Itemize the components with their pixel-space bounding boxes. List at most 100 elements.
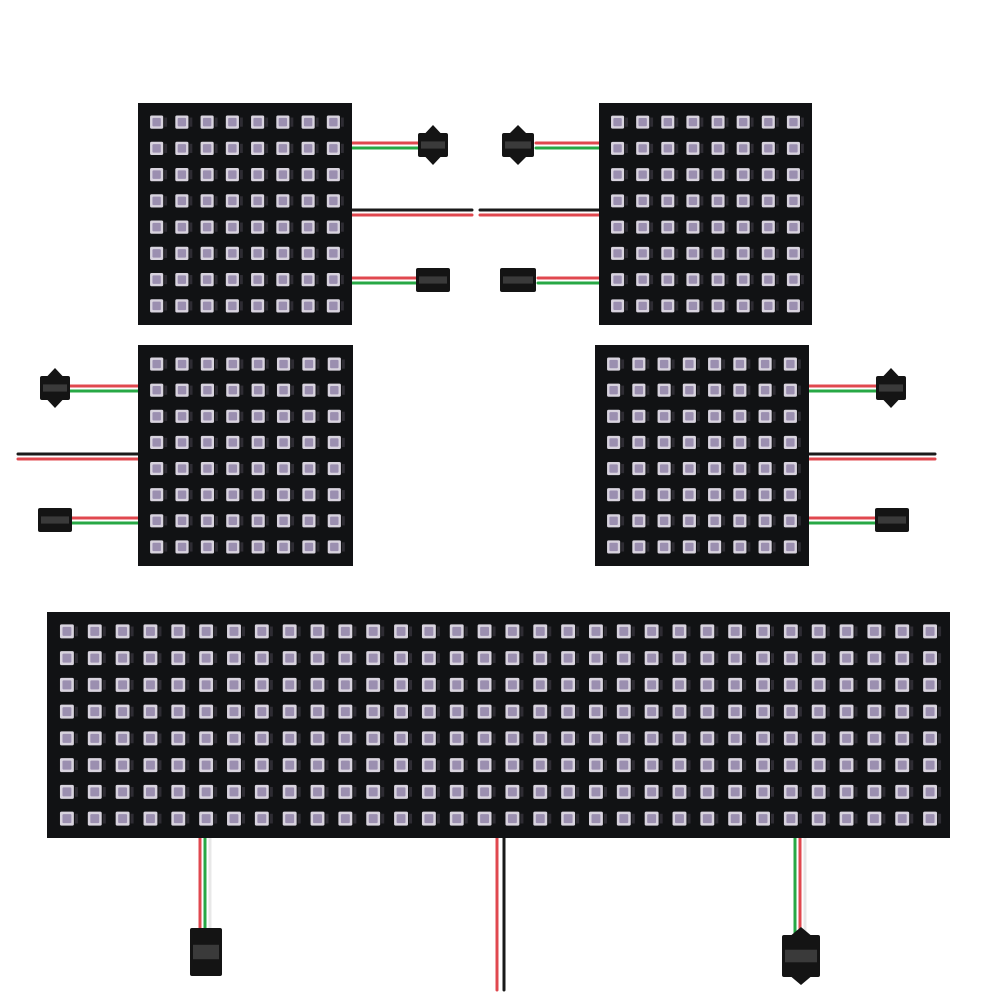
led (421, 624, 440, 639)
capacitor (492, 680, 496, 690)
capacitor (722, 490, 726, 500)
led-lens (619, 814, 629, 824)
capacitor (646, 516, 650, 526)
connector-clip-bottom (791, 977, 811, 985)
led-lens (203, 359, 212, 369)
led-lens (313, 814, 322, 824)
led-lens (279, 542, 288, 552)
capacitor (603, 626, 607, 637)
led (301, 246, 319, 260)
led (175, 194, 193, 208)
led-lens (424, 626, 434, 636)
led (366, 784, 385, 799)
led (783, 811, 802, 826)
led-lens (285, 653, 295, 663)
capacitor (325, 706, 329, 717)
capacitor (186, 626, 190, 637)
led (682, 488, 700, 502)
capacitor (747, 437, 751, 448)
led (87, 811, 106, 826)
led (700, 651, 719, 666)
led-lens (735, 359, 745, 369)
led (736, 168, 754, 182)
capacitor (492, 787, 496, 797)
led-lens (257, 707, 267, 717)
led (728, 677, 747, 692)
led (867, 704, 886, 719)
led-lens (760, 385, 770, 395)
led (251, 383, 269, 397)
led-lens (313, 707, 322, 717)
connector-clip-top (883, 368, 899, 376)
capacitor (341, 411, 345, 421)
capacitor (158, 653, 162, 663)
led (588, 811, 607, 826)
led (783, 488, 801, 502)
led (251, 115, 269, 129)
led-lens (760, 412, 770, 421)
capacitor (316, 516, 320, 526)
capacitor (747, 542, 751, 552)
led-lens (177, 438, 187, 447)
led-lens (368, 653, 378, 663)
led (786, 141, 804, 155)
capacitor (436, 760, 440, 770)
led (644, 651, 663, 666)
led-lens (739, 222, 748, 232)
led-lens (313, 760, 322, 770)
led-lens (925, 707, 935, 717)
led-lens (152, 144, 161, 153)
capacitor (722, 411, 726, 421)
led (199, 784, 218, 799)
led-lens (897, 733, 907, 743)
led (254, 704, 273, 719)
capacitor (297, 626, 301, 637)
led (672, 811, 691, 826)
led-lens (591, 814, 601, 824)
led-lens (925, 653, 935, 663)
led (588, 677, 607, 692)
led-lens (329, 144, 338, 153)
capacitor (548, 626, 552, 637)
capacitor (631, 653, 635, 663)
led-lens (177, 542, 187, 552)
led (811, 677, 830, 692)
capacitor (164, 437, 168, 448)
capacitor (186, 733, 190, 744)
led-lens (173, 653, 183, 663)
led-lens (173, 626, 183, 636)
led (327, 383, 345, 397)
led (421, 784, 440, 799)
led (449, 758, 468, 773)
capacitor (715, 787, 719, 797)
led (326, 141, 344, 155)
led (276, 514, 295, 528)
capacitor (700, 222, 704, 232)
led-lens (786, 760, 796, 770)
led-lens (634, 385, 644, 395)
led-lens (786, 464, 795, 473)
led-lens (897, 653, 907, 663)
led (175, 540, 193, 554)
led-lens (739, 170, 748, 179)
capacitor (675, 117, 679, 127)
capacitor (265, 411, 269, 421)
led-lens (634, 490, 644, 499)
capacitor (189, 437, 193, 448)
led-lens (177, 196, 187, 206)
led (786, 246, 804, 260)
capacitor (297, 706, 301, 717)
capacitor (775, 143, 779, 153)
led-lens (62, 787, 72, 797)
led (533, 758, 552, 773)
capacitor (290, 117, 294, 127)
led (276, 194, 294, 208)
capacitor (102, 626, 106, 637)
led (736, 141, 754, 155)
led (682, 435, 700, 450)
led (59, 677, 78, 692)
led (143, 624, 162, 639)
capacitor (650, 117, 654, 127)
capacitor (775, 301, 779, 311)
led-lens (591, 760, 601, 770)
